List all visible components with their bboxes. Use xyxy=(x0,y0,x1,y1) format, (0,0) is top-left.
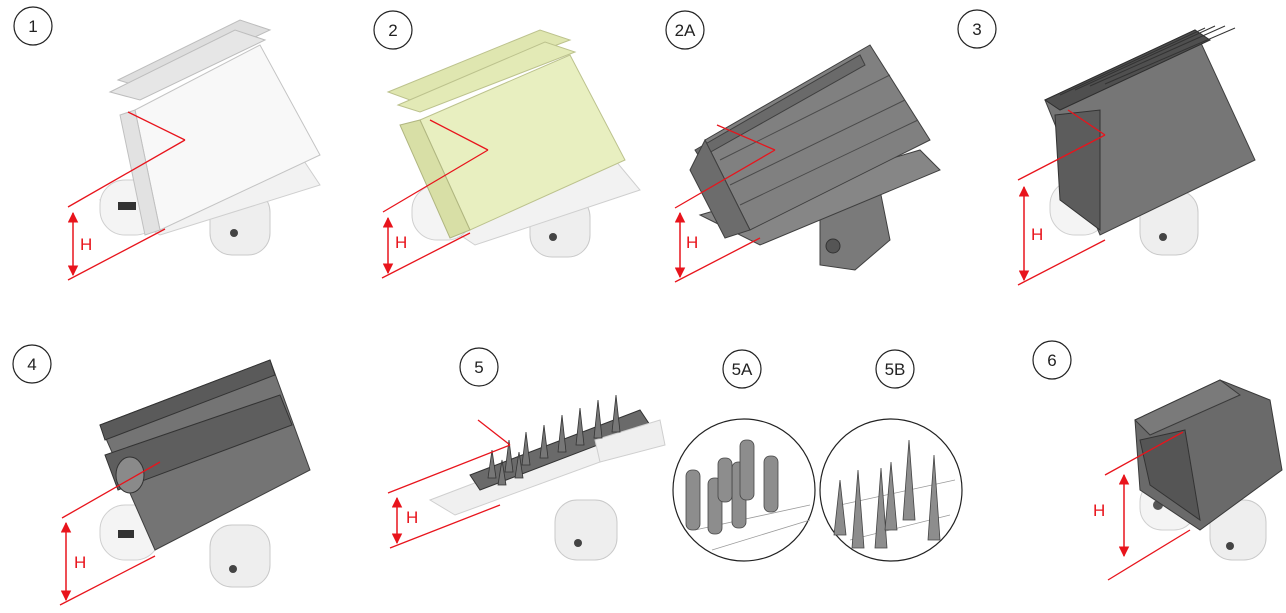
item-2a-part xyxy=(689,44,941,271)
item-5-badge: 5 xyxy=(459,347,499,387)
item-2a-badge: 2A xyxy=(665,10,705,50)
item-3-part xyxy=(1043,25,1256,256)
item-2-label: 2 xyxy=(388,21,397,40)
item-4-label: 4 xyxy=(27,355,36,374)
item-2a-h-label: H xyxy=(686,233,698,252)
item-5a-detail xyxy=(672,418,816,562)
item-5: 5 H xyxy=(387,347,666,561)
item-4-part xyxy=(99,359,311,588)
item-5a-label: 5A xyxy=(732,360,753,379)
item-4-badge: 4 xyxy=(12,344,52,384)
item-5a: 5A xyxy=(672,349,816,562)
item-2a: 2A H xyxy=(665,10,941,283)
item-4-h-label: H xyxy=(74,553,86,572)
item-1-h-label: H xyxy=(80,235,92,254)
item-5b-label: 5B xyxy=(885,360,906,379)
item-2-h-label: H xyxy=(395,233,407,252)
item-3-h-label: H xyxy=(1031,225,1043,244)
item-2: 2 H xyxy=(373,10,641,279)
item-1-badge: 1 xyxy=(13,6,53,46)
item-4-dimension: H xyxy=(59,461,161,606)
item-3-dimension: H xyxy=(1017,109,1106,286)
item-5-h-label: H xyxy=(406,508,418,527)
item-5-label: 5 xyxy=(474,358,483,377)
item-2a-dimension: H xyxy=(674,124,776,283)
item-3-label: 3 xyxy=(972,20,981,39)
item-4: 4 H xyxy=(12,344,311,606)
item-5b: 5B xyxy=(819,349,963,562)
item-1: 1 H xyxy=(13,6,321,281)
item-2-dimension: H xyxy=(381,119,489,279)
item-1-label: 1 xyxy=(28,17,37,36)
item-6-h-label: H xyxy=(1093,501,1105,520)
item-6-badge: 6 xyxy=(1032,340,1072,380)
item-5b-detail xyxy=(819,418,963,562)
item-2a-label: 2A xyxy=(675,21,696,40)
item-5b-badge: 5B xyxy=(875,349,915,389)
item-2-part xyxy=(386,29,641,258)
item-6: 6 H xyxy=(1032,340,1283,581)
item-2-badge: 2 xyxy=(373,10,413,50)
item-5-dimension: H xyxy=(387,419,511,549)
item-1-part xyxy=(98,19,321,256)
item-3-badge: 3 xyxy=(957,9,997,49)
item-6-part xyxy=(1134,379,1283,561)
item-6-label: 6 xyxy=(1047,351,1056,370)
item-6-dimension: H xyxy=(1093,431,1191,581)
item-5a-badge: 5A xyxy=(722,349,762,389)
item-1-dimension: H xyxy=(67,111,186,281)
item-5-part xyxy=(428,394,666,561)
item-3: 3 H xyxy=(957,9,1256,286)
